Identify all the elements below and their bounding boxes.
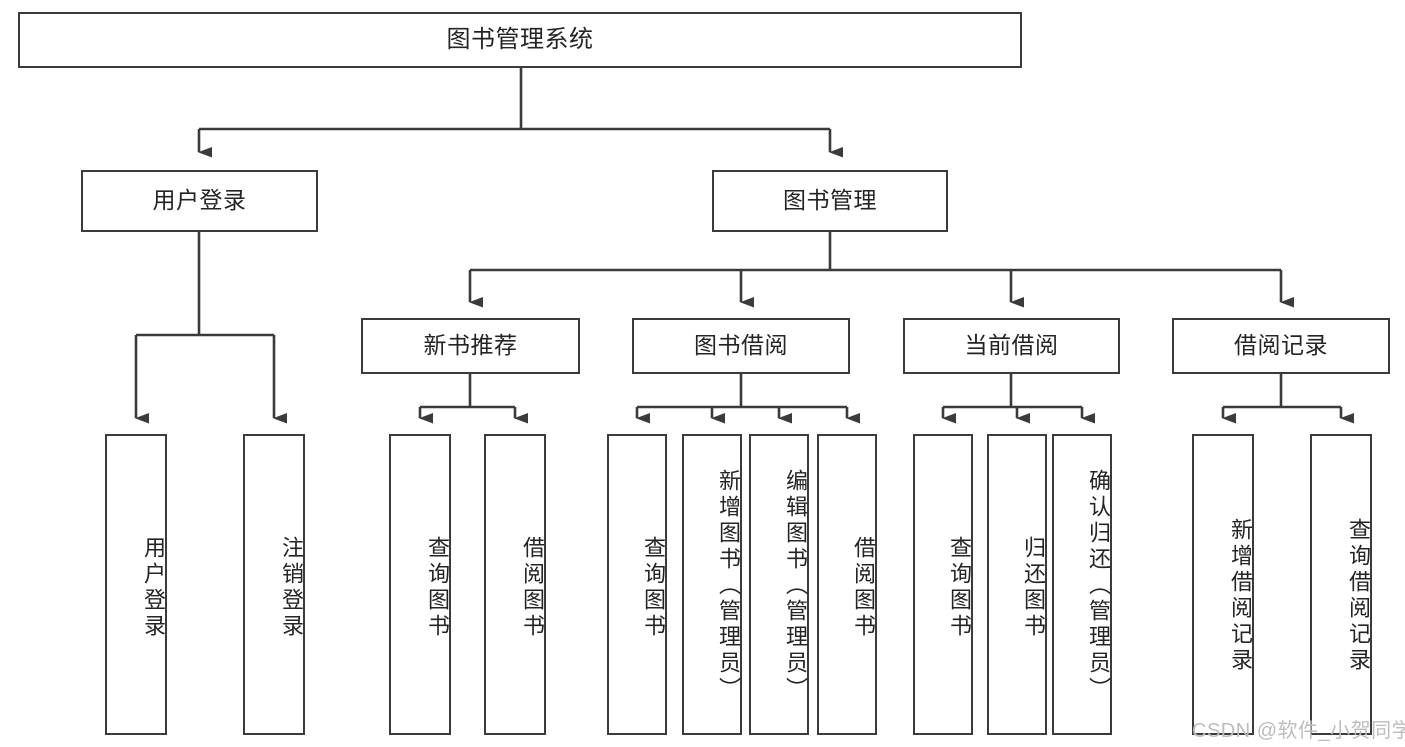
node-label: 查询图书	[425, 535, 450, 640]
node-label: 查询图书	[947, 535, 972, 640]
node-label: 归还图书	[1021, 535, 1046, 640]
node-label: 注销登录	[279, 535, 304, 640]
node-label: 新增图书（管理员）	[716, 468, 741, 703]
leaf-confirm-return-admin[interactable]: 确认归还（管理员）	[1052, 434, 1112, 735]
leaf-edit-book-admin[interactable]: 编辑图书（管理员）	[749, 434, 809, 735]
leaf-query-book-current[interactable]: 查询图书	[913, 434, 973, 735]
node-label: 查询图书	[641, 535, 666, 640]
leaf-add-book-admin[interactable]: 新增图书（管理员）	[682, 434, 742, 735]
leaf-logout[interactable]: 注销登录	[243, 434, 305, 735]
node-label: 新书推荐	[423, 332, 518, 359]
node-label: 借阅记录	[1234, 332, 1328, 359]
leaf-borrow-book[interactable]: 借阅图书	[817, 434, 877, 735]
leaf-query-borrow-record[interactable]: 查询借阅记录	[1310, 434, 1372, 735]
node-new-book-recommend[interactable]: 新书推荐	[361, 318, 580, 374]
leaf-query-book-borrow[interactable]: 查询图书	[607, 434, 667, 735]
node-label: 当前借阅	[964, 332, 1059, 359]
csdn-watermark: CSDN @软件_小贺同学	[1192, 720, 1405, 742]
node-label: 图书管理系统	[446, 25, 594, 53]
node-label: 图书管理	[783, 187, 877, 214]
leaf-add-borrow-record[interactable]: 新增借阅记录	[1192, 434, 1254, 735]
node-label: 图书借阅	[694, 332, 788, 359]
node-book-borrow[interactable]: 图书借阅	[632, 318, 850, 374]
node-label: 用户登录	[152, 187, 247, 214]
leaf-return-book[interactable]: 归还图书	[987, 434, 1047, 735]
leaf-user-login[interactable]: 用户登录	[105, 434, 167, 735]
node-user-login[interactable]: 用户登录	[81, 170, 318, 232]
leaf-query-book-recommend[interactable]: 查询图书	[389, 434, 451, 735]
node-label: 新增借阅记录	[1228, 517, 1253, 674]
node-label: 查询借阅记录	[1346, 517, 1371, 674]
node-current-borrow[interactable]: 当前借阅	[903, 318, 1120, 374]
node-root-book-management-system[interactable]: 图书管理系统	[18, 12, 1022, 68]
node-label: 确认归还（管理员）	[1086, 468, 1111, 703]
node-label: 编辑图书（管理员）	[783, 468, 808, 703]
node-label: 借阅图书	[520, 535, 545, 640]
node-label: 用户登录	[141, 535, 166, 640]
node-borrow-record[interactable]: 借阅记录	[1172, 318, 1390, 374]
leaf-borrow-book-recommend[interactable]: 借阅图书	[484, 434, 546, 735]
node-book-management[interactable]: 图书管理	[712, 170, 948, 232]
node-label: 借阅图书	[851, 535, 876, 640]
